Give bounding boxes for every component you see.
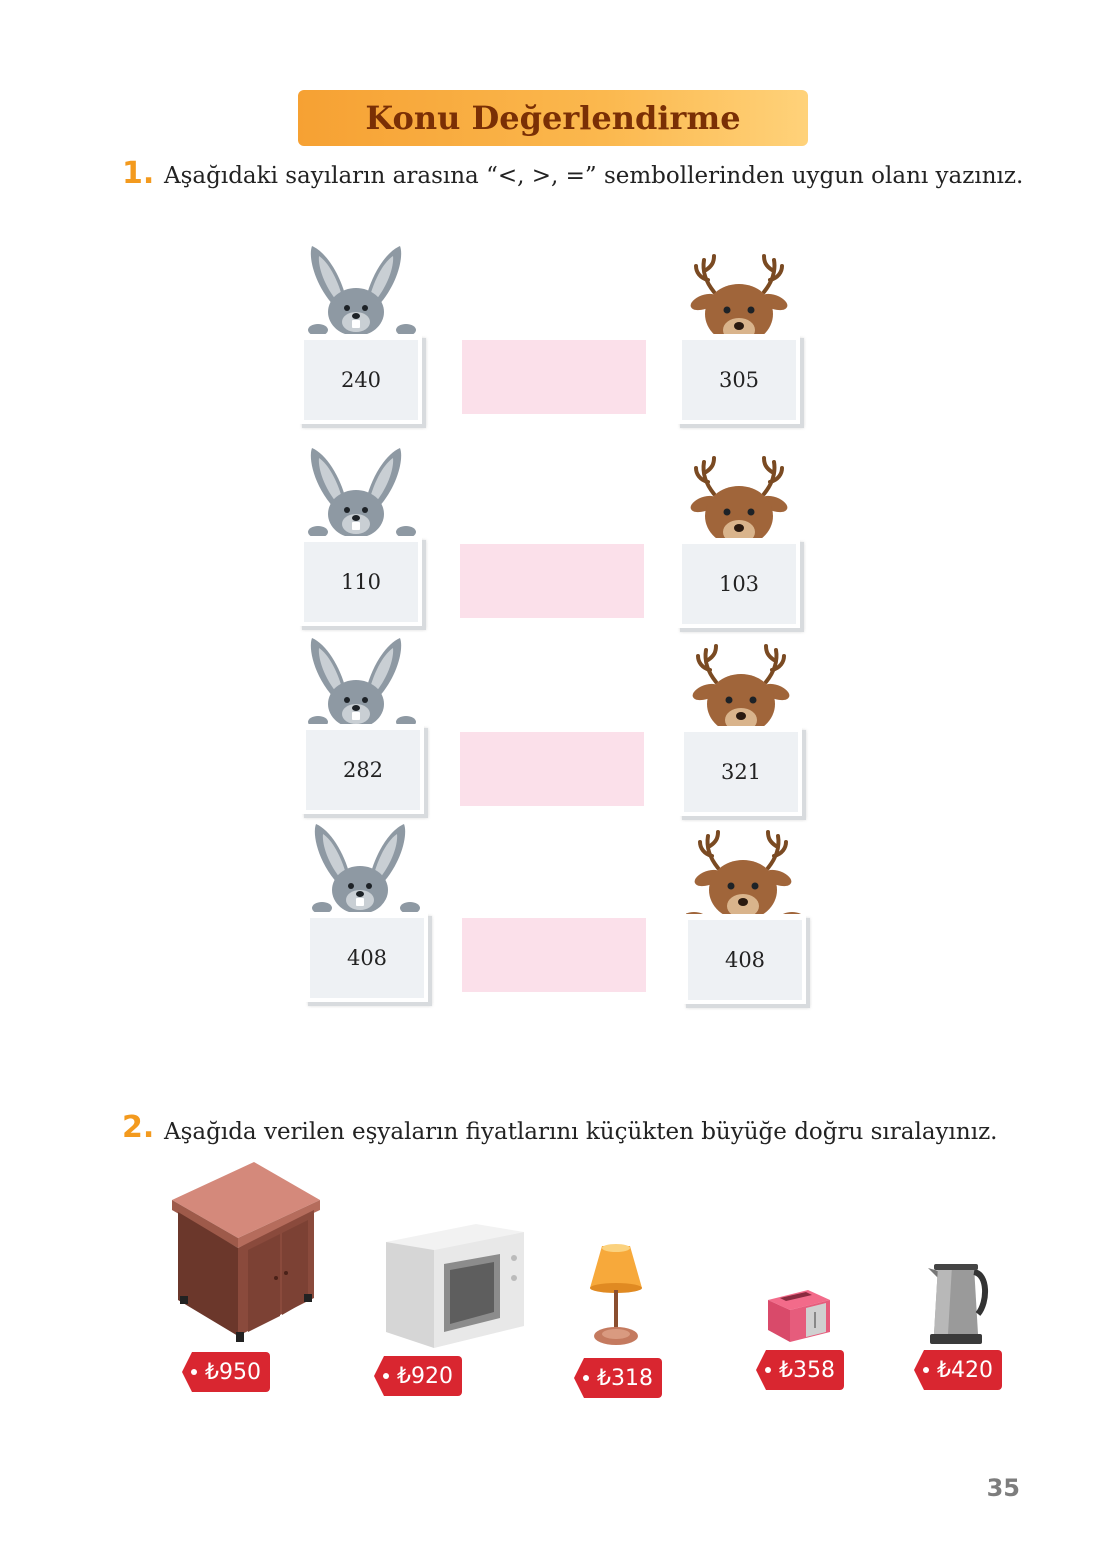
page-number: 35 (986, 1474, 1020, 1502)
right-number: 103 (682, 544, 796, 624)
left-number: 110 (304, 542, 418, 622)
price-tag: ₺358 (756, 1350, 844, 1390)
left-number-card: 408 (304, 912, 432, 1002)
price-value: 920 (411, 1363, 453, 1389)
left-number: 282 (306, 730, 420, 810)
price-value: 358 (793, 1357, 835, 1383)
rabbit-icon (308, 246, 416, 336)
question-1-text: Aşağıdaki sayıların arasına “<, >, =” se… (164, 163, 1024, 189)
question-2-number: 2. (122, 1110, 155, 1145)
left-number: 408 (310, 918, 424, 998)
price-tag: ₺920 (374, 1356, 462, 1396)
currency-symbol: ₺ (597, 1365, 611, 1391)
question-2-text: Aşağıda verilen eşyaların fiyatlarını kü… (164, 1119, 998, 1145)
currency-symbol: ₺ (779, 1357, 793, 1383)
left-number: 240 (304, 340, 418, 420)
right-number: 321 (684, 732, 798, 812)
page-title: Konu Değerlendirme (365, 99, 741, 137)
right-number-card: 408 (682, 914, 810, 1004)
right-number: 305 (682, 340, 796, 420)
currency-symbol: ₺ (397, 1363, 411, 1389)
microwave-icon (386, 1224, 524, 1348)
toaster-icon (768, 1290, 830, 1342)
currency-symbol: ₺ (205, 1359, 219, 1385)
right-number-card: 305 (676, 334, 804, 424)
left-number-card: 110 (298, 536, 426, 626)
price-value: 318 (611, 1365, 653, 1391)
left-number-card: 282 (300, 724, 428, 814)
title-banner: Konu Değerlendirme (298, 90, 808, 146)
answer-box[interactable] (460, 544, 644, 618)
price-value: 950 (219, 1359, 261, 1385)
currency-symbol: ₺ (937, 1357, 951, 1383)
answer-box[interactable] (462, 340, 646, 414)
kettle-icon (928, 1264, 988, 1344)
right-number: 408 (688, 920, 802, 1000)
rabbit-icon (308, 638, 416, 728)
price-tag: ₺950 (182, 1352, 270, 1392)
price-value: 420 (951, 1357, 993, 1383)
rabbit-icon (312, 824, 420, 914)
right-number-card: 103 (676, 538, 804, 628)
answer-box[interactable] (460, 732, 644, 806)
left-number-card: 240 (298, 334, 426, 424)
question-1-number: 1. (122, 156, 155, 191)
cabinet-icon (172, 1162, 320, 1342)
right-number-card: 321 (678, 726, 806, 816)
deer-icon (686, 830, 802, 924)
deer-icon (684, 644, 800, 738)
lamp-icon (590, 1244, 642, 1345)
answer-box[interactable] (462, 918, 646, 992)
price-tag: ₺420 (914, 1350, 1002, 1390)
deer-icon (682, 456, 798, 550)
rabbit-icon (308, 448, 416, 538)
price-tag: ₺318 (574, 1358, 662, 1398)
